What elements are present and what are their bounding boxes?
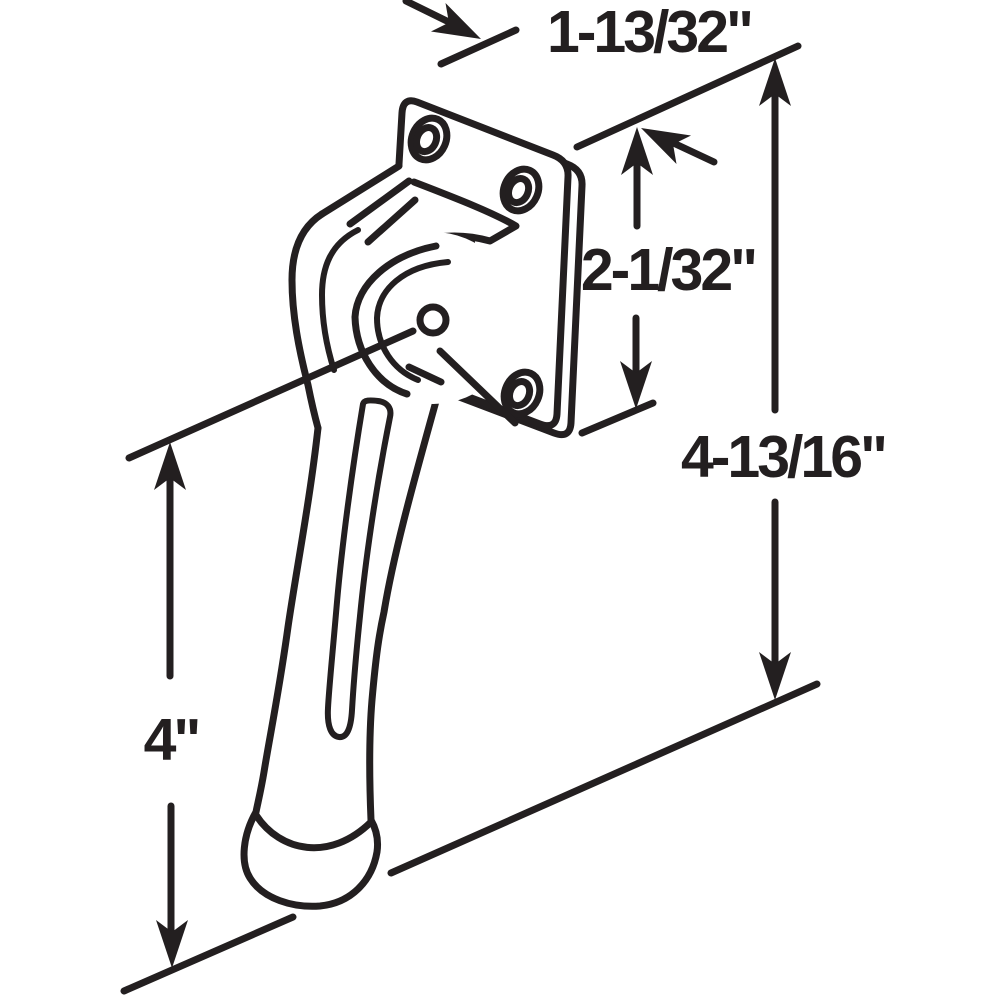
dim-plate-height [620, 127, 653, 409]
tick-plate-bottom [578, 399, 657, 437]
upper-arm-fill [322, 164, 517, 276]
upper-arm-ridge-2 [364, 196, 419, 246]
dim-handle-length [154, 442, 188, 968]
dimension-annotations [120, 0, 821, 995]
arm-outline [240, 379, 445, 910]
dim-overall-height [759, 58, 791, 700]
pivot-hole [416, 303, 450, 337]
label-plate-height: 2-1/32" [581, 237, 755, 303]
dim-width-shaft-right [663, 136, 718, 166]
label-handle-length: 4" [144, 707, 199, 773]
tip-band [252, 811, 375, 852]
dim-plate-width [402, 0, 718, 166]
knuckle-outer-arc [288, 210, 326, 432]
screw-hole-top-right [499, 165, 543, 215]
hub-bottom-edge [436, 347, 519, 427]
upper-arm-ridge-1 [346, 177, 413, 228]
baseline-left [120, 913, 297, 995]
tick-top-left [437, 26, 520, 68]
label-plate-width: 1-13/32" [547, 0, 751, 65]
dimension-labels: 1-13/32" 2-1/32" 4-13/16" 4" [144, 0, 888, 773]
extension-line-plate-top [573, 42, 802, 151]
boss-arc-outer [351, 242, 440, 398]
hub-arm-connector [405, 363, 445, 386]
label-overall-height: 4-13/16" [681, 424, 885, 490]
handle-knuckle [288, 210, 519, 740]
screw-hole-top-left [407, 114, 451, 164]
bracket-fold-edge [318, 162, 403, 218]
extension-line-pivot [125, 327, 417, 462]
screw-hole-bottom-right [500, 368, 544, 418]
knuckle-inner-arc [319, 227, 361, 373]
arm-groove-slot [324, 397, 394, 740]
boss-arc-inner [374, 259, 451, 383]
baseline-right [387, 680, 821, 877]
